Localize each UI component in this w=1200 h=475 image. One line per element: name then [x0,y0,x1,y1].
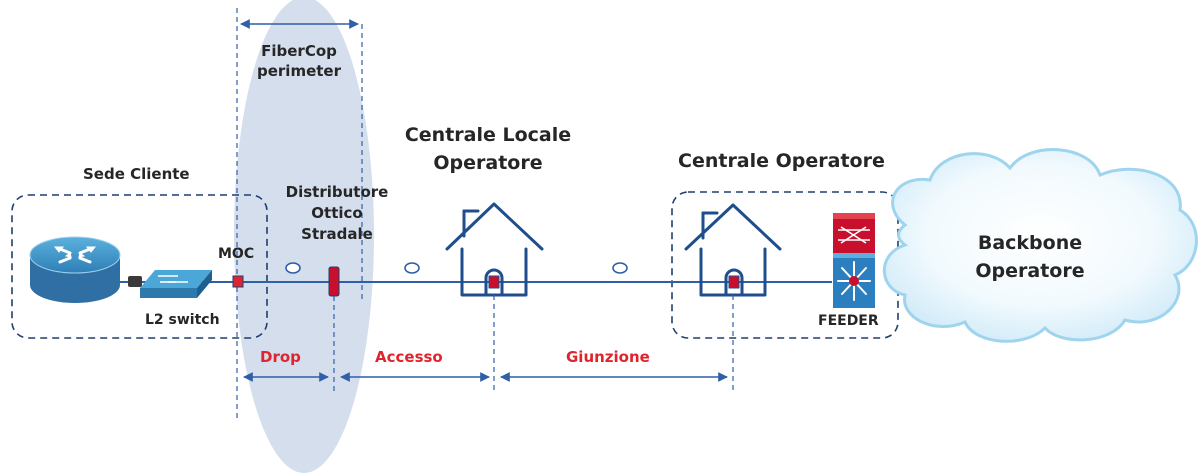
distributore-label-line1: Distributore [285,183,389,201]
backbone-line2: Operatore [975,260,1085,282]
centrale-operatore-box [671,191,899,339]
distributore-label: Distributore Ottico Stradale [272,182,402,245]
perimeter-label: FiberCop perimeter [246,41,352,81]
moc-marker [232,275,244,288]
perimeter-label-line2: perimeter [257,62,341,80]
router-switch-connector [128,276,142,287]
fibercop-perimeter-area [234,0,374,473]
fiber-loop-2 [404,262,420,274]
backbone-line1: Backbone [977,232,1083,254]
backbone-label: Backbone Operatore [945,229,1115,285]
sede-cliente-box [11,194,268,339]
house-icon [684,203,782,297]
accesso-label: Accesso [375,348,443,366]
distributore-marker [328,266,340,297]
centrale-locale-line2: Operatore [433,152,543,174]
drop-label: Drop [260,348,301,366]
distributore-label-line2: Ottico [311,204,363,222]
router-icon [29,236,121,303]
giunzione-label: Giunzione [566,348,650,366]
fiber-loop-1 [285,262,301,274]
moc-label: MOC [218,246,255,262]
cloud-icon [882,148,1198,343]
l2-switch-label: L2 switch [145,312,220,328]
sede-cliente-title: Sede Cliente [83,165,190,183]
perimeter-label-line1: FiberCop [261,42,337,60]
feeder-label: FEEDER [818,313,879,329]
centrale-operatore-title: Centrale Operatore [678,150,885,172]
l2-switch-icon [140,270,212,298]
centrale-locale-label: Centrale Locale Operatore [388,121,588,177]
centrale-locale-line1: Centrale Locale [404,124,572,146]
fiber-loop-3 [612,262,628,274]
feeder-switch-icon [833,213,875,308]
distributore-label-line3: Stradale [301,225,373,243]
